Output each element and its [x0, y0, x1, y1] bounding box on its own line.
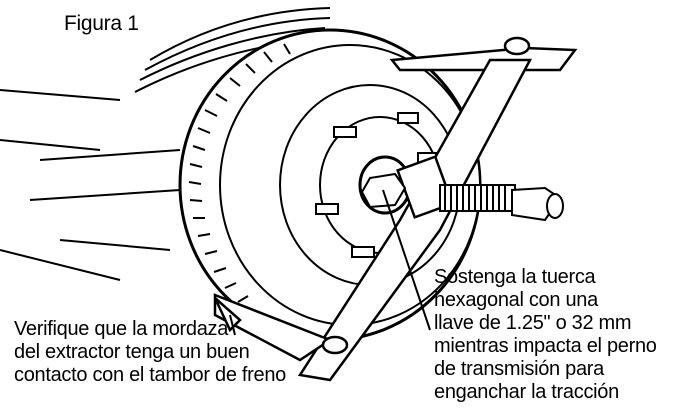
- callout-right: Sostenga la tuerca hexagonal con una lla…: [434, 266, 657, 404]
- forcing-screw: [439, 184, 564, 222]
- callout-left: Verifique que la mordaza del extractor t…: [14, 318, 286, 387]
- puller-tool: [213, 36, 578, 382]
- drum-fins: [188, 43, 291, 303]
- callout-left-line: del extractor tenga un buen: [14, 341, 250, 363]
- callout-right-line: enganchar la tracción: [434, 381, 619, 403]
- leader-lines: [229, 189, 431, 336]
- callout-right-line: llave de 1.25" o 32 mm: [434, 312, 632, 334]
- callout-left-line: Verifique que la mordaza: [14, 318, 229, 340]
- leaf-spring: [0, 7, 331, 281]
- callout-right-line: mientras impacta el perno: [434, 335, 657, 357]
- callout-right-line: de transmisión para: [434, 358, 604, 380]
- callout-right-line: hexagonal con una: [434, 289, 598, 311]
- callout-right-line: Sostenga la tuerca: [434, 266, 596, 288]
- figure-title: Figura 1: [64, 12, 139, 35]
- callout-left-line: contacto con el tambor de freno: [14, 364, 286, 386]
